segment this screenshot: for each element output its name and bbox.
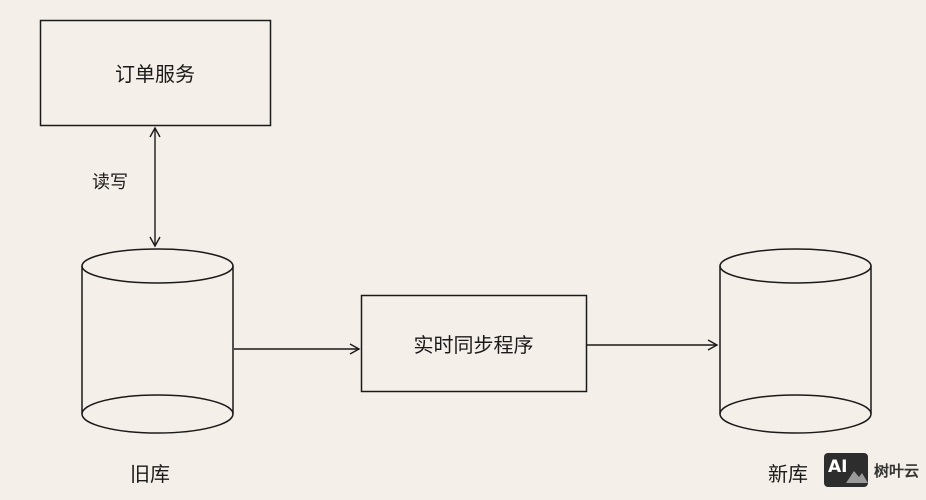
old-db-label: 旧库 bbox=[130, 462, 170, 486]
watermark: AI 树叶云 bbox=[824, 453, 919, 487]
old-db-cylinder bbox=[81, 248, 234, 434]
order-service-box bbox=[39, 19, 272, 127]
new-db-label: 新库 bbox=[768, 462, 808, 486]
read-write-label: 读写 bbox=[92, 172, 128, 193]
watermark-logo-text: AI bbox=[828, 457, 848, 477]
new-db-cylinder bbox=[719, 248, 872, 434]
sync-program-box bbox=[360, 294, 588, 393]
watermark-name: 树叶云 bbox=[874, 461, 920, 480]
order-service-label: 订单服务 bbox=[115, 62, 195, 86]
watermark-logo-icon: AI bbox=[824, 453, 868, 487]
sync-program-label: 实时同步程序 bbox=[413, 332, 534, 357]
